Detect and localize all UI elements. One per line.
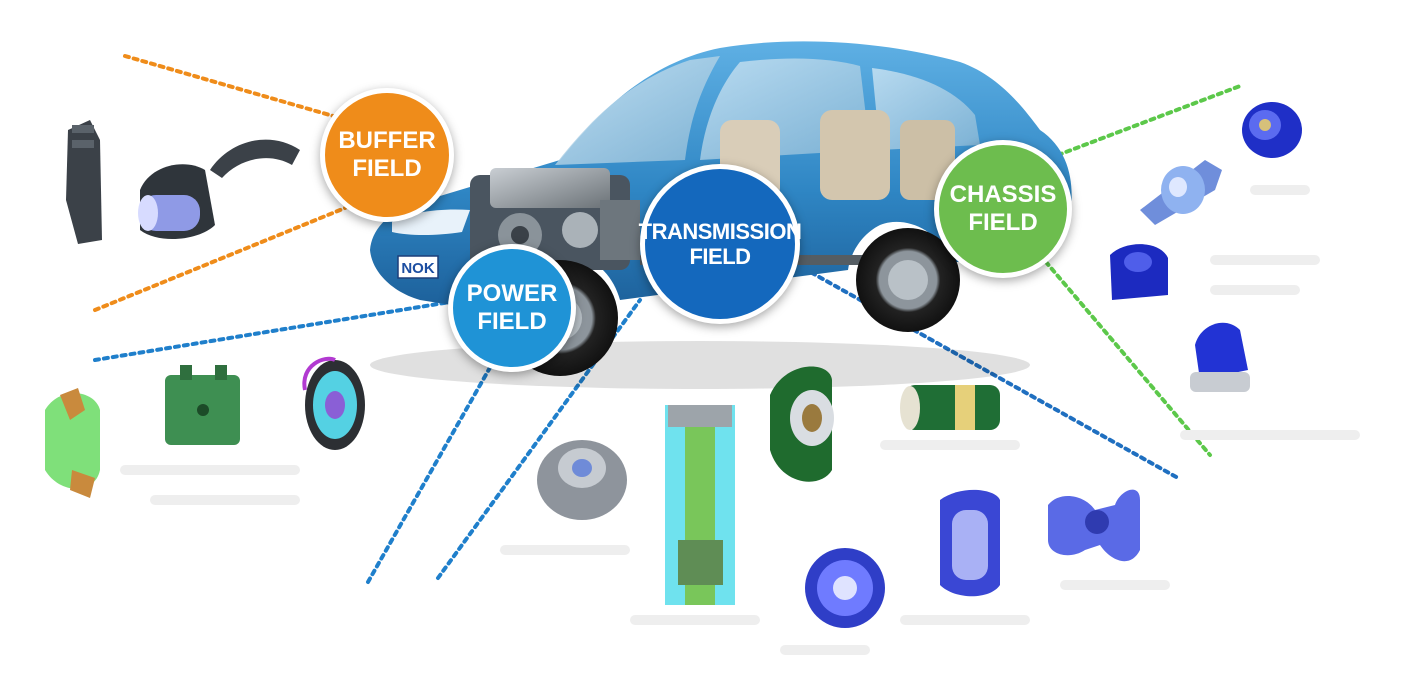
transmission-field-line2: FIELD <box>689 244 751 269</box>
buffer-field-badge[interactable]: BUFFER FIELD <box>320 88 454 222</box>
buffer-leader-bottom <box>93 206 347 312</box>
transmission-part-green-cup <box>770 366 834 482</box>
chassis-leader-top <box>1056 84 1242 157</box>
buffer-leader-top <box>123 54 342 120</box>
chassis-parts <box>1110 102 1302 392</box>
chassis-part-arm-bushing <box>1140 160 1222 225</box>
chassis-part-stabilizer-bushing <box>1110 244 1168 300</box>
transmission-field-badge[interactable]: TRANSMISSION FIELD <box>638 164 802 324</box>
transmission-leader-right <box>778 253 1180 480</box>
transmission-parts <box>537 366 1140 628</box>
power-field-line1: POWER <box>466 280 558 308</box>
transmission-part-blue-wheel <box>805 548 885 628</box>
chassis-part-round-bushing <box>1242 102 1302 158</box>
power-parts <box>45 356 365 498</box>
chassis-field-line1: CHASSIS <box>949 181 1057 209</box>
transmission-part-cylinder <box>900 385 1000 430</box>
power-field-badge[interactable]: POWER FIELD <box>448 244 576 372</box>
chassis-field-line2: FIELD <box>968 209 1038 236</box>
brand-plate-text: NOK <box>401 260 435 277</box>
chassis-field-badge[interactable]: CHASSIS FIELD <box>934 140 1072 278</box>
power-part-green-pulley <box>45 393 100 489</box>
bushing-arc <box>210 139 300 178</box>
power-leader-bottom <box>366 348 502 584</box>
power-part-damper <box>302 356 365 450</box>
transmission-field-line1: TRANSMISSION <box>638 218 802 244</box>
license-plate <box>397 255 439 279</box>
windshield <box>555 56 720 165</box>
transmission-part-grey-bushing <box>537 440 627 520</box>
transmission-part-blue-mount <box>1048 489 1140 562</box>
buffer-field-line2: FIELD <box>352 155 422 182</box>
faded-captions <box>120 185 1360 655</box>
chassis-part-bump-stop <box>1190 322 1250 392</box>
buffer-parts <box>66 120 300 244</box>
power-part-mount <box>165 365 240 445</box>
power-leader-left <box>93 300 452 362</box>
transmission-part-blue-bracket <box>940 489 1000 597</box>
power-field-line2: FIELD <box>477 308 547 335</box>
chassis-leader-bottom <box>1038 253 1212 457</box>
buffer-field-line1: BUFFER <box>338 127 436 155</box>
bump-stopper <box>66 120 102 244</box>
transmission-part-shaft <box>665 405 735 605</box>
